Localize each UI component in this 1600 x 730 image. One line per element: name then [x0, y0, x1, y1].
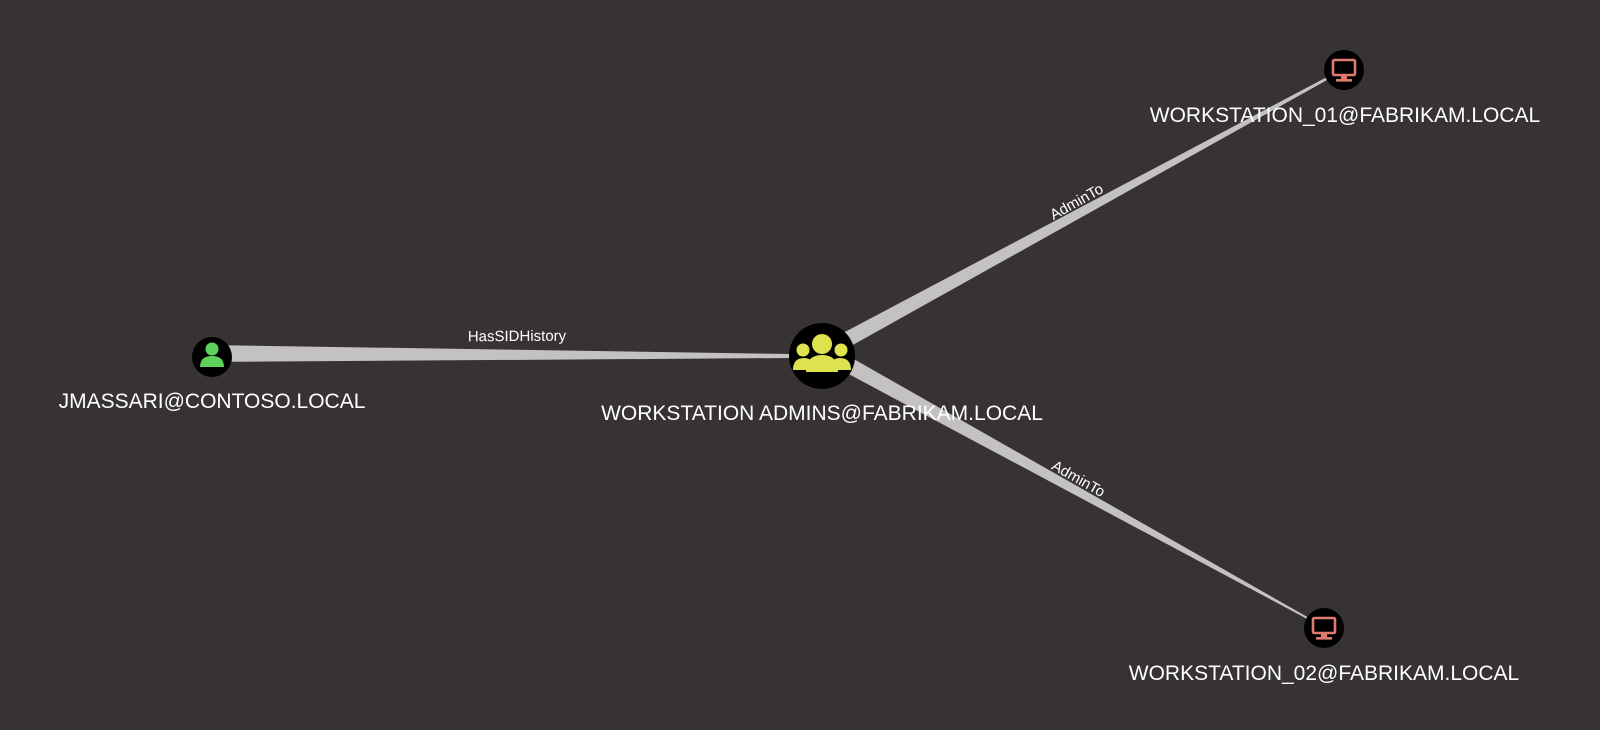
node-group-workstation-admins-label: WORKSTATION ADMINS@FABRIKAM.LOCAL: [601, 402, 1043, 425]
node-computer-workstation-02-circle[interactable]: [1304, 608, 1344, 648]
node-user-jmassari[interactable]: JMASSARI@CONTOSO.LOCAL: [59, 337, 366, 413]
edge-hassidhistory[interactable]: HasSIDHistory: [208, 328, 790, 362]
node-computer-workstation-02-label: WORKSTATION_02@FABRIKAM.LOCAL: [1129, 662, 1519, 685]
computer-icon: [1331, 58, 1357, 82]
node-computer-workstation-01-circle[interactable]: [1324, 50, 1364, 90]
edge-adminto-workstation-02[interactable]: AdminTo: [843, 358, 1325, 628]
node-computer-workstation-01[interactable]: WORKSTATION_01@FABRIKAM.LOCAL: [1150, 50, 1540, 127]
user-icon: [200, 342, 224, 367]
node-computer-workstation-02[interactable]: WORKSTATION_02@FABRIKAM.LOCAL: [1129, 608, 1519, 685]
edge-adminto-workstation-01-line[interactable]: [843, 68, 1345, 346]
node-computer-workstation-01-label: WORKSTATION_01@FABRIKAM.LOCAL: [1150, 104, 1540, 127]
node-user-jmassari-label: JMASSARI@CONTOSO.LOCAL: [59, 390, 366, 413]
computer-icon: [1311, 616, 1337, 640]
group-icon: [793, 334, 851, 372]
edge-hassidhistory-label: HasSIDHistory: [468, 328, 567, 346]
edge-adminto-workstation-02-line[interactable]: [843, 358, 1325, 628]
node-group-workstation-admins[interactable]: WORKSTATION ADMINS@FABRIKAM.LOCAL: [601, 323, 1043, 425]
edge-hassidhistory-line[interactable]: [208, 345, 790, 362]
